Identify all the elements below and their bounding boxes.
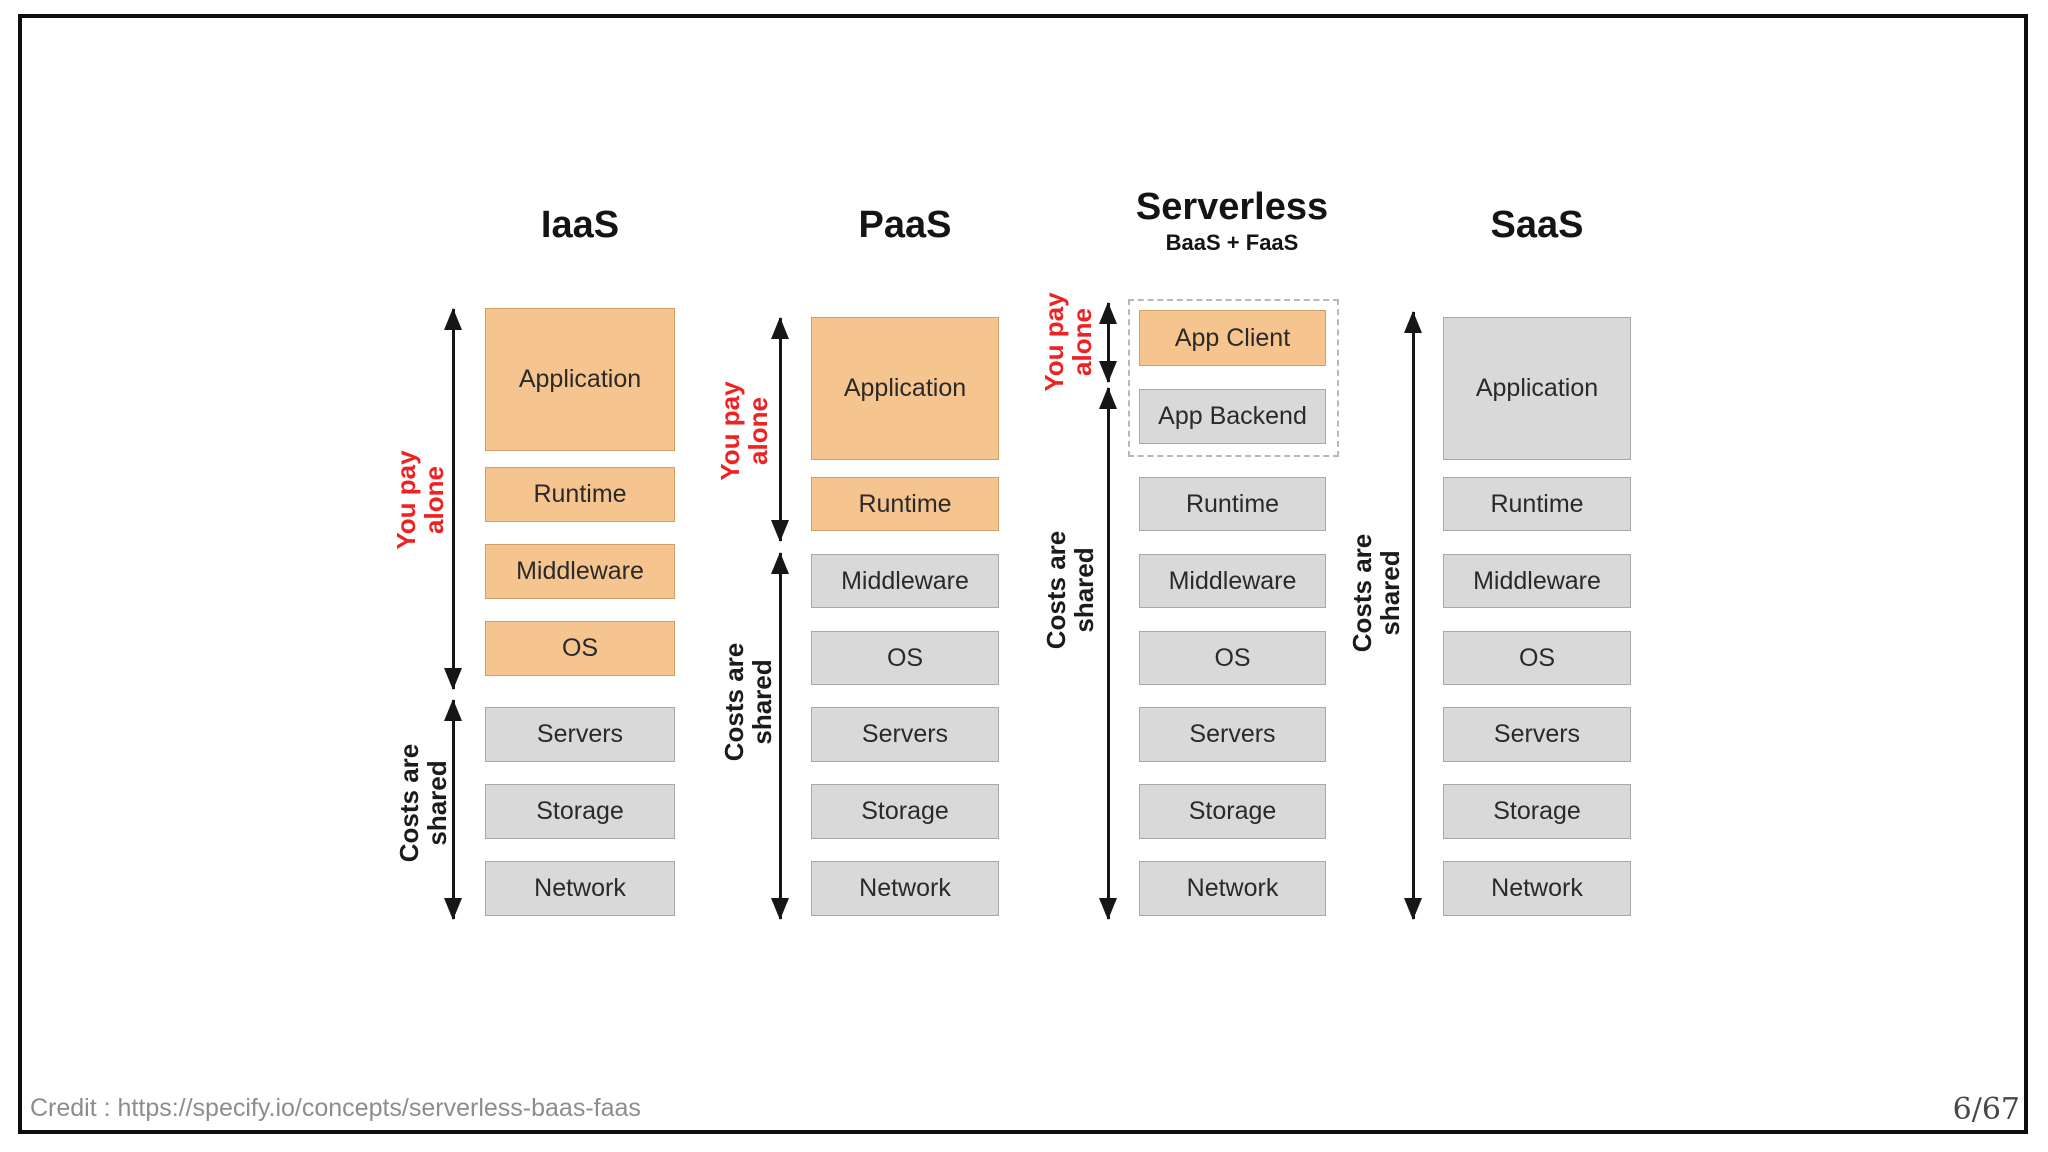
serverless-costs-shared-label: Costs are shared [1041, 530, 1099, 650]
box-label: Storage [536, 797, 624, 825]
paas-pay-alone-label: You pay alone [715, 381, 773, 481]
iaas-box-network: Network [485, 861, 675, 916]
box-label: Middleware [1473, 566, 1601, 595]
box-label: Middleware [1168, 566, 1297, 595]
saas-box-application: Application [1443, 317, 1631, 460]
saas-costs-shared-label: Costs are shared [1347, 533, 1405, 653]
box-label: Runtime [533, 480, 627, 508]
iaas-box-os: OS [485, 621, 675, 676]
box-label: Runtime [858, 489, 952, 518]
serverless-box-network: Network [1139, 861, 1326, 916]
paas-box-middleware: Middleware [811, 554, 999, 608]
box-label: App Client [1174, 323, 1291, 352]
paas-box-servers: Servers [811, 707, 999, 762]
box-label: Servers [1189, 720, 1276, 748]
iaas-box-servers: Servers [485, 707, 675, 762]
box-label: OS [1214, 643, 1251, 672]
slide-border [18, 14, 2028, 1134]
saas-box-middleware: Middleware [1443, 554, 1631, 608]
box-label: Network [534, 874, 626, 902]
box-label: App Backend [1158, 402, 1307, 430]
box-label: Storage [1493, 797, 1581, 825]
box-label: Network [859, 874, 951, 902]
saas-box-storage: Storage [1443, 784, 1631, 839]
box-label: OS [886, 643, 924, 672]
box-label: Runtime [1185, 489, 1280, 518]
paas-box-application: Application [811, 317, 999, 460]
box-label: Runtime [1490, 489, 1584, 518]
box-label: Network [1186, 874, 1279, 902]
box-label: Storage [861, 797, 949, 825]
box-label: Application [843, 374, 967, 402]
serverless-app-group [1128, 299, 1339, 457]
serverless-box-runtime: Runtime [1139, 477, 1326, 531]
serverless-box-os: OS [1139, 631, 1326, 685]
iaas-costs-shared-label: Costs are shared [394, 743, 452, 863]
iaas-box-middleware: Middleware [485, 544, 675, 599]
box-label: Application [1475, 374, 1599, 402]
credit-text: Credit : https://specify.io/concepts/ser… [30, 1094, 641, 1122]
paas-costs-shared-arrow [771, 552, 789, 920]
column-title-paas: PaaS [858, 204, 952, 246]
box-label: Application [518, 365, 642, 393]
column-title-iaas: IaaS [540, 204, 620, 246]
paas-box-storage: Storage [811, 784, 999, 839]
serverless-box-storage: Storage [1139, 784, 1326, 839]
serverless-pay-alone-label: You pay alone [1039, 292, 1097, 392]
iaas-pay-alone-arrow [444, 308, 462, 690]
box-label: Network [1491, 874, 1583, 902]
box-label: Middleware [841, 566, 969, 595]
iaas-box-application: Application [485, 308, 675, 451]
paas-box-os: OS [811, 631, 999, 685]
box-label: Middleware [516, 557, 644, 585]
serverless-box-servers: Servers [1139, 707, 1326, 762]
iaas-pay-alone-label: You pay alone [391, 450, 449, 550]
saas-costs-shared-arrow [1404, 311, 1422, 920]
serverless-box-app-backend: App Backend [1139, 389, 1326, 444]
iaas-box-storage: Storage [485, 784, 675, 839]
serverless-box-app-client: App Client [1139, 310, 1326, 366]
iaas-box-runtime: Runtime [485, 467, 675, 522]
iaas-costs-shared-arrow [444, 699, 462, 920]
serverless-box-middleware: Middleware [1139, 554, 1326, 608]
serverless-pay-alone-arrow [1099, 302, 1117, 383]
box-label: Servers [861, 720, 949, 748]
box-label: Servers [1493, 720, 1581, 748]
column-title-saas: SaaS [1490, 204, 1584, 246]
saas-box-servers: Servers [1443, 707, 1631, 762]
box-label: Servers [536, 720, 624, 748]
saas-box-network: Network [1443, 861, 1631, 916]
box-label: Storage [1188, 797, 1277, 825]
paas-box-network: Network [811, 861, 999, 916]
serverless-costs-shared-arrow [1099, 387, 1117, 920]
box-label: OS [561, 634, 599, 662]
saas-box-os: OS [1443, 631, 1631, 685]
page-number: 6/67 [1952, 1092, 2020, 1127]
paas-costs-shared-label: Costs are shared [719, 642, 777, 762]
saas-box-runtime: Runtime [1443, 477, 1631, 531]
column-title-serverless: Serverless [1135, 186, 1329, 228]
column-subtitle-serverless: BaaS + FaaS [1165, 230, 1299, 255]
box-label: OS [1518, 643, 1556, 672]
paas-pay-alone-arrow [771, 317, 789, 542]
paas-box-runtime: Runtime [811, 477, 999, 531]
